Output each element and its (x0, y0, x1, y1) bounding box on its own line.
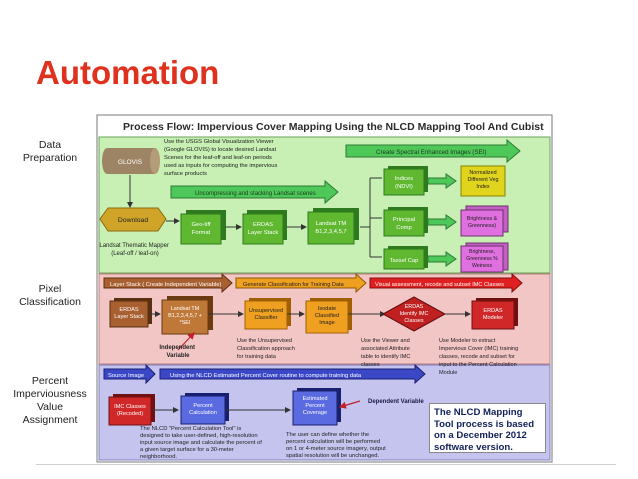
user-resolution-note: The user can define whether the percent … (286, 432, 387, 459)
slide-title: Automation (36, 54, 220, 91)
mapping-tool-version-note: The NLCD Mapping Tool process is based o… (429, 403, 546, 453)
source-image-arrow: Source Image (103, 363, 156, 385)
svg-text:IMC Classes(Recoded): IMC Classes(Recoded) (114, 404, 146, 417)
independent-variable-label: Independent Variable (159, 345, 196, 359)
imc-classes-recoded-box: IMC Classes(Recoded) (108, 394, 155, 426)
row-label-data-preparation: Data Preparation (22, 139, 78, 165)
svg-text:Brightness &Greenness): Brightness &Greenness) (467, 216, 498, 229)
sei-bracket-connector (360, 177, 382, 258)
diagram-title: Process Flow: Impervious Cover Mapping U… (123, 121, 544, 133)
percent-tool-note: The NLCD "Percent Calculation Tool" is d… (140, 426, 263, 460)
svg-text:Uncompressing and stacking Lan: Uncompressing and stacking Landsat scene… (195, 191, 316, 197)
brightness-greenness-wetness-output: Brightness,Greenness %Wetness (460, 242, 509, 273)
row-label-percent-imperviousness: Percent Imperviousness Value Assignment (13, 375, 87, 427)
brightness-greenness-output: Brightness &Greenness) (460, 205, 509, 237)
footer-divider (36, 464, 616, 465)
generate-classification-arrow: Generate Classification for Training Dat… (235, 272, 367, 294)
glovis-label: GLOVIS (118, 159, 143, 166)
svg-text:Visual assessment, recode and: Visual assessment, recode and subset IMC… (375, 282, 504, 288)
tassel-cap-box: Tassel Cap (383, 246, 428, 270)
dependent-variable-label: Dependent Variable (368, 399, 424, 405)
layer-stack-arrow: Layer Stack ( Create Independent Variabl… (103, 272, 233, 294)
svg-text:Using the NLCD Estimated Perce: Using the NLCD Estimated Percent Cover r… (170, 373, 362, 379)
row-label-pixel-classification: Pixel Classification (19, 283, 81, 309)
unsupervised-note: Use the Unsupervised Classification appr… (237, 338, 296, 360)
independent-variable-pointer (177, 332, 195, 351)
dependent-variable-pointer (338, 400, 361, 409)
svg-text:Indices(NDVI): Indices(NDVI) (395, 176, 413, 190)
svg-text:Source Image: Source Image (108, 373, 144, 379)
svg-text:Brightness,Greenness %Wetness: Brightness,Greenness %Wetness (466, 249, 498, 269)
indices-box: Indices(NDVI) (383, 166, 428, 196)
download-box: Download (99, 207, 167, 232)
svg-text:Layer Stack ( Create Independ: Layer Stack ( Create Independent Variabl… (110, 282, 221, 288)
svg-text:Download: Download (118, 217, 148, 224)
visual-assessment-arrow: Visual assessment, recode and subset IMC… (369, 272, 523, 294)
nlcd-percent-routine-arrow: Using the NLCD Estimated Percent Cover r… (159, 363, 426, 385)
svg-text:Create Spectral Enhanced Image: Create Spectral Enhanced Images (SEI) (376, 149, 486, 156)
landsat-tm-source-label: Landsat Thematic Mapper (Leaf-off / leaf… (99, 243, 170, 257)
svg-text:Generate Classification for Tr: Generate Classification for Training Dat… (243, 282, 345, 288)
svg-text:Tassel Cap: Tassel Cap (390, 258, 419, 264)
glovis-cylinder: GLOVIS (102, 148, 160, 174)
unzip-stack-arrow: Uncompressing and stacking Landsat scene… (170, 179, 339, 205)
glovis-note: Use the USGS Global Visualization Viewer… (164, 139, 279, 177)
viewer-note: Use the Viewer and associated Attribute … (361, 338, 412, 368)
modeler-note: Use Modeler to extract Impervious Cover … (439, 338, 520, 376)
sei-output-arrows (427, 173, 457, 267)
spectral-enhancement-arrow: Create Spectral Enhanced Images (SEI) (345, 138, 521, 164)
